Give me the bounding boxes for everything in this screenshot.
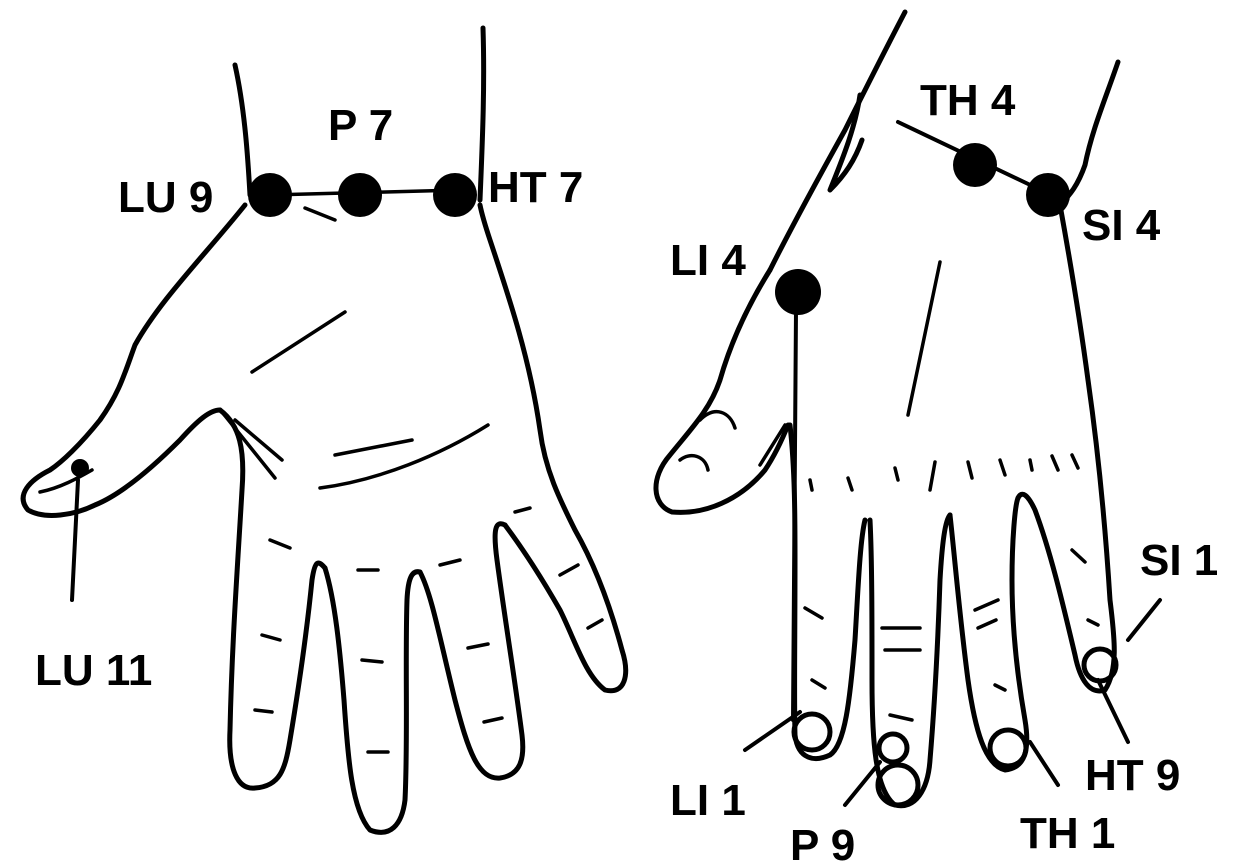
point-si4 xyxy=(1026,173,1070,217)
left-forearm-ulnar-edge xyxy=(480,28,484,200)
right-forearm-radial-edge xyxy=(770,12,905,270)
point-ht7 xyxy=(433,173,477,217)
label-lu9: LU 9 xyxy=(118,173,213,222)
label-li4: LI 4 xyxy=(670,236,746,285)
right-index-finger xyxy=(790,425,865,758)
right-thumb-inner-edge xyxy=(830,95,862,190)
thumb-nail-right xyxy=(680,412,735,470)
right-forearm-ulnar-edge xyxy=(1060,62,1118,205)
left-middle-finger xyxy=(325,568,420,832)
left-little-finger xyxy=(480,205,626,691)
right-middle-finger xyxy=(870,515,950,806)
point-p9-inner-ring xyxy=(879,734,907,762)
label-ht7: HT 7 xyxy=(488,163,583,212)
palm-thumb-web-lines xyxy=(222,412,282,478)
point-li1-ring xyxy=(794,714,830,750)
dorsum-tendon-line xyxy=(908,262,940,415)
palm-crease-head xyxy=(335,440,412,455)
label-si4: SI 4 xyxy=(1082,201,1161,250)
p9-leader-line xyxy=(845,762,880,805)
palm-view-hand xyxy=(23,28,626,832)
lu11-leader-line xyxy=(72,480,78,600)
label-si1: SI 1 xyxy=(1140,536,1218,585)
left-ring-finger xyxy=(420,524,523,778)
label-ht9: HT 9 xyxy=(1085,751,1180,800)
label-lu11: LU 11 xyxy=(35,646,152,695)
dorsal-view-hand xyxy=(656,12,1160,806)
knuckle-marks xyxy=(810,455,1078,490)
point-th1-ring xyxy=(990,730,1026,766)
label-th1: TH 1 xyxy=(1020,809,1115,858)
point-lu9 xyxy=(248,173,292,217)
left-forearm-radial-edge xyxy=(235,65,250,195)
label-th4: TH 4 xyxy=(920,76,1016,125)
ht9-leader-line xyxy=(1098,680,1128,742)
left-thumb-outline xyxy=(23,205,245,515)
point-li4 xyxy=(775,269,821,315)
palm-crease-heart xyxy=(320,425,488,488)
label-p7: P 7 xyxy=(328,101,393,150)
left-index-finger xyxy=(220,410,325,788)
label-li1: LI 1 xyxy=(670,776,746,825)
si1-leader-line xyxy=(1128,600,1160,640)
label-p9: P 9 xyxy=(790,821,855,866)
right-hand-ulnar-edge xyxy=(1018,205,1114,691)
point-p7 xyxy=(338,173,382,217)
th1-leader-line xyxy=(1030,742,1058,785)
palm-crease-thenar xyxy=(252,312,345,372)
point-lu11 xyxy=(71,459,89,477)
right-thumb-outline xyxy=(656,270,788,512)
